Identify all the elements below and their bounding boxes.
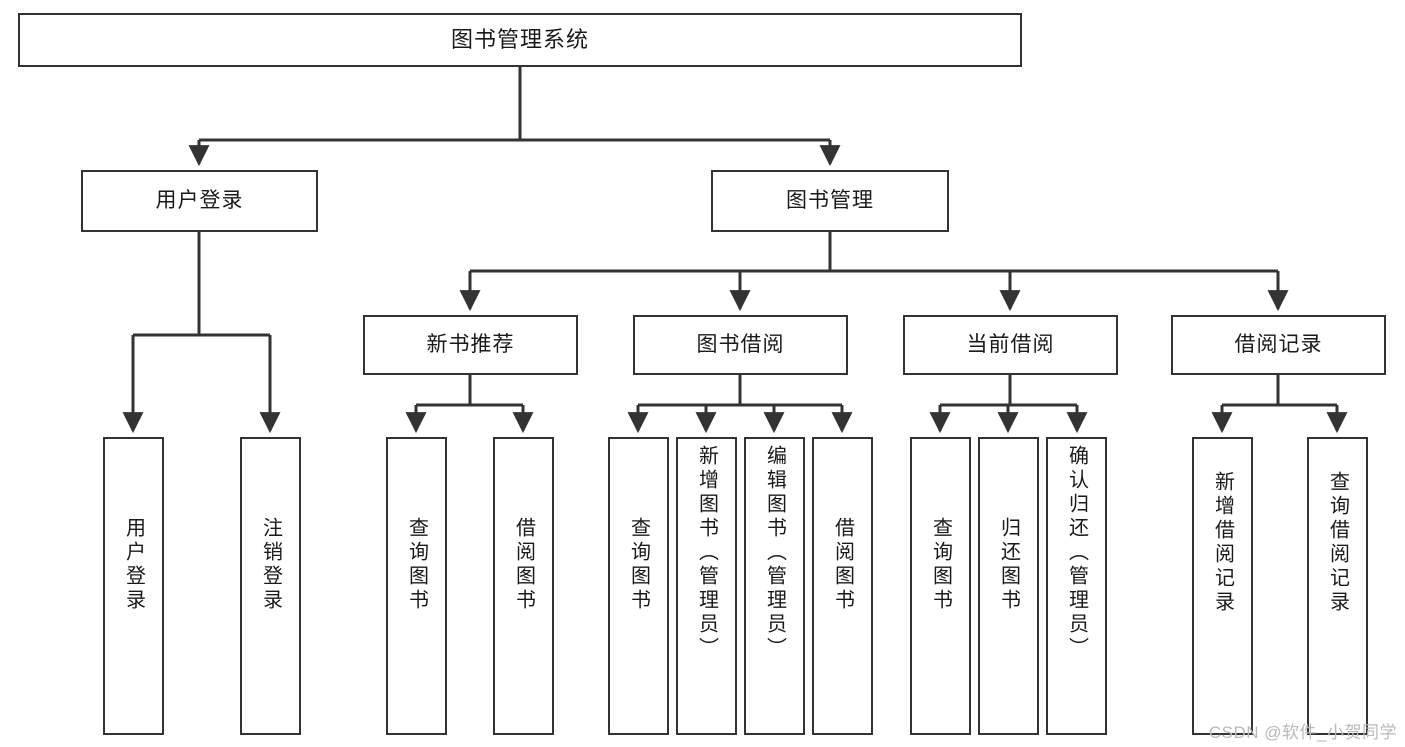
node-leaf-user-logout-label: 注销登录 <box>259 517 282 613</box>
watermark-text: CSDN @软件_小贺同学 <box>1208 723 1397 742</box>
node-leaf-query-book-2[interactable]: 查询图书 <box>608 437 669 735</box>
node-leaf-return-book[interactable]: 归还图书 <box>978 437 1039 735</box>
node-book-borrow[interactable]: 图书借阅 <box>633 315 848 375</box>
node-leaf-add-record-label: 新增借阅记录 <box>1211 471 1234 615</box>
node-leaf-query-book-2-label: 查询图书 <box>627 517 650 613</box>
node-current-borrow-label: 当前借阅 <box>966 332 1055 356</box>
node-leaf-borrow-book-2-label: 借阅图书 <box>831 517 854 613</box>
node-leaf-edit-book[interactable]: 编辑图书（管理员） <box>744 437 805 735</box>
node-leaf-query-record[interactable]: 查询借阅记录 <box>1307 437 1368 735</box>
node-leaf-query-book-3-label: 查询图书 <box>929 517 952 613</box>
node-user-login[interactable]: 用户登录 <box>81 170 318 232</box>
node-leaf-query-record-label: 查询借阅记录 <box>1326 471 1349 615</box>
node-new-book-rec-label: 新书推荐 <box>426 332 515 356</box>
node-root-label: 图书管理系统 <box>450 27 589 53</box>
node-leaf-borrow-book-1[interactable]: 借阅图书 <box>493 437 554 735</box>
node-book-manage[interactable]: 图书管理 <box>711 170 949 232</box>
node-leaf-add-book[interactable]: 新增图书（管理员） <box>676 437 737 735</box>
node-leaf-user-login[interactable]: 用户登录 <box>103 437 164 735</box>
node-leaf-user-logout[interactable]: 注销登录 <box>240 437 301 735</box>
node-leaf-query-book-3[interactable]: 查询图书 <box>910 437 971 735</box>
node-book-borrow-label: 图书借阅 <box>696 332 785 356</box>
node-leaf-confirm-return[interactable]: 确认归还（管理员） <box>1046 437 1107 735</box>
node-borrow-record[interactable]: 借阅记录 <box>1171 315 1386 375</box>
node-leaf-add-record[interactable]: 新增借阅记录 <box>1192 437 1253 735</box>
node-book-manage-label: 图书管理 <box>786 188 874 212</box>
node-leaf-user-login-label: 用户登录 <box>122 517 145 613</box>
node-leaf-query-book-1-label: 查询图书 <box>405 517 428 613</box>
node-leaf-borrow-book-1-label: 借阅图书 <box>512 517 535 613</box>
node-leaf-borrow-book-2[interactable]: 借阅图书 <box>812 437 873 735</box>
node-new-book-rec[interactable]: 新书推荐 <box>363 315 578 375</box>
node-current-borrow[interactable]: 当前借阅 <box>903 315 1118 375</box>
node-leaf-return-book-label: 归还图书 <box>997 517 1020 613</box>
node-borrow-record-label: 借阅记录 <box>1234 332 1323 356</box>
node-leaf-confirm-return-label: 确认归还（管理员） <box>1065 445 1088 661</box>
node-root[interactable]: 图书管理系统 <box>18 13 1022 67</box>
node-leaf-edit-book-label: 编辑图书（管理员） <box>763 445 786 661</box>
node-user-login-label: 用户登录 <box>155 188 244 212</box>
node-leaf-add-book-label: 新增图书（管理员） <box>695 445 718 661</box>
node-leaf-query-book-1[interactable]: 查询图书 <box>386 437 447 735</box>
